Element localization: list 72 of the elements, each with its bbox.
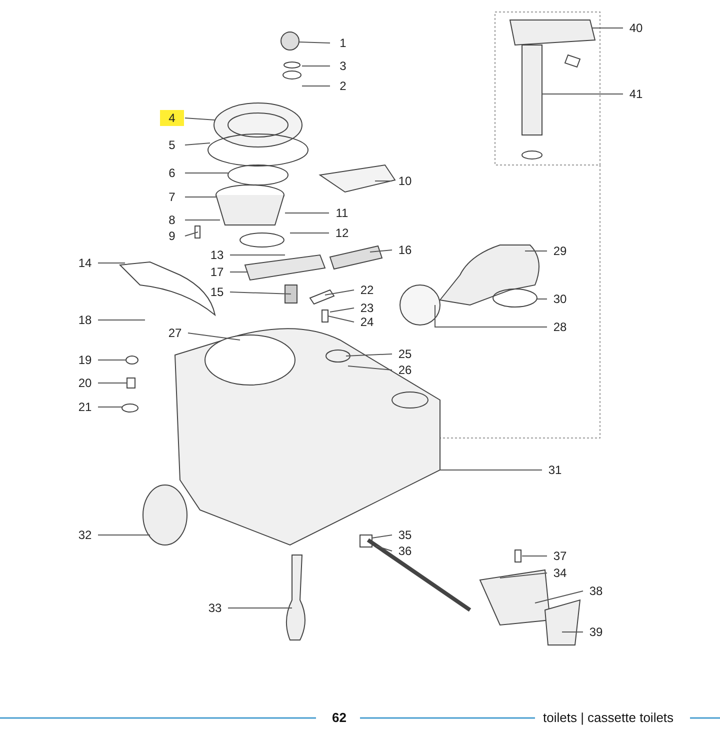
callout-number: 25 — [393, 346, 417, 362]
callout-number: 30 — [548, 291, 572, 307]
leader-line — [376, 546, 392, 552]
callout-number: 32 — [73, 527, 97, 543]
page-number: 62 — [332, 710, 346, 726]
leader-line — [534, 590, 584, 604]
callout-number: 39 — [584, 624, 608, 640]
leader-line — [230, 292, 292, 294]
callout-number: 9 — [160, 228, 184, 244]
callout-number: 18 — [73, 312, 97, 328]
leader-line — [328, 316, 354, 322]
leader-line — [284, 212, 330, 214]
leader-line — [370, 250, 392, 252]
callout-number: 4 — [160, 110, 184, 126]
callout-number: 28 — [548, 319, 572, 335]
leader-line — [372, 534, 392, 538]
callout-number: 23 — [355, 300, 379, 316]
callout-number: 22 — [355, 282, 379, 298]
callout-number: 34 — [548, 565, 572, 581]
callout-number: 11 — [330, 205, 354, 221]
callout-number: 16 — [393, 242, 417, 258]
leader-line — [188, 332, 240, 340]
callout-number: 27 — [163, 325, 187, 341]
callout-number: 20 — [73, 375, 97, 391]
leader-line — [230, 254, 286, 256]
callout-number: 14 — [73, 255, 97, 271]
callout-number: 41 — [624, 86, 648, 102]
leader-line — [184, 142, 210, 146]
leader-line — [434, 304, 548, 328]
leader-line — [184, 232, 198, 236]
callout-number: 29 — [548, 243, 572, 259]
leader-line — [184, 196, 218, 198]
callout-number: 26 — [393, 362, 417, 378]
leader-line — [98, 534, 150, 536]
leader-line — [524, 250, 548, 252]
callout-number: 36 — [393, 543, 417, 559]
callout-number: 31 — [543, 462, 567, 478]
callout-number: 35 — [393, 527, 417, 543]
callout-number: 2 — [331, 78, 355, 94]
leader-line — [98, 382, 128, 384]
callout-number: 13 — [205, 247, 229, 263]
leader-line — [324, 290, 354, 296]
callout-number: 3 — [331, 58, 355, 74]
leader-line — [98, 406, 122, 408]
callout-number: 33 — [203, 600, 227, 616]
callout-number: 5 — [160, 137, 184, 153]
callout-number: 40 — [624, 20, 648, 36]
section-title: toilets | cassette toilets — [543, 710, 674, 726]
leader-line — [184, 172, 228, 174]
callout-number: 10 — [393, 173, 417, 189]
callout-number: 6 — [160, 165, 184, 181]
callout-number: 12 — [330, 225, 354, 241]
leader-line — [290, 232, 330, 234]
leader-line — [184, 118, 216, 120]
leader-line — [346, 354, 392, 356]
callout-number: 37 — [548, 548, 572, 564]
leader-line — [500, 572, 548, 578]
leader-line — [330, 308, 354, 312]
callout-number: 19 — [73, 352, 97, 368]
leader-line — [98, 262, 126, 264]
callout-number: 7 — [160, 189, 184, 205]
leader-line — [348, 366, 392, 370]
callout-number: 17 — [205, 264, 229, 280]
callout-number: 24 — [355, 314, 379, 330]
callout-number: 8 — [160, 212, 184, 228]
leader-line — [298, 42, 330, 44]
callout-number: 15 — [205, 284, 229, 300]
leader-line — [374, 180, 392, 182]
callout-number: 38 — [584, 583, 608, 599]
leader-line — [536, 298, 548, 300]
callout-number: 21 — [73, 399, 97, 415]
callout-number: 1 — [331, 35, 355, 51]
